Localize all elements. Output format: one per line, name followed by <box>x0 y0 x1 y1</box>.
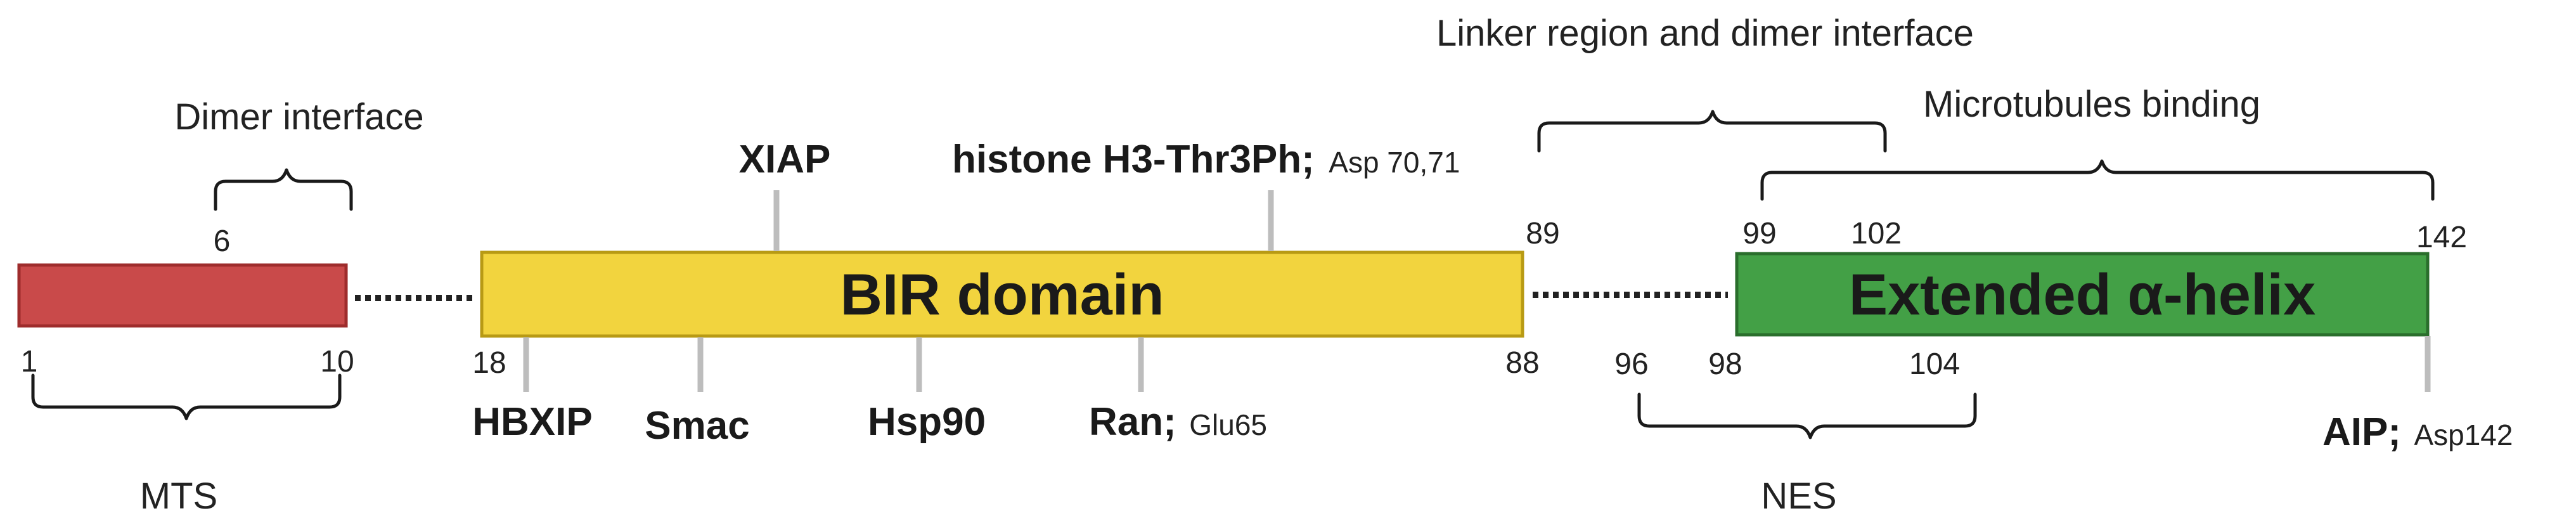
position-10: 10 <box>320 345 354 379</box>
aip-label-group: AIP; Asp142 <box>2322 410 2513 454</box>
microtubules-label: Microtubules binding <box>1923 84 2260 125</box>
extended-helix-box <box>1735 252 2430 337</box>
dimer-interface-label: Dimer interface <box>174 96 423 138</box>
position-6: 6 <box>214 224 231 258</box>
histone-label-group: histone H3-Thr3Ph; Asp 70,71 <box>952 138 1460 181</box>
position-102: 102 <box>1851 217 1902 250</box>
aip-label: AIP; <box>2322 410 2401 454</box>
aip-residue: Asp142 <box>2414 418 2513 451</box>
position-99: 99 <box>1742 217 1776 250</box>
mts-domain-box <box>17 263 348 328</box>
position-89: 89 <box>1526 217 1559 250</box>
smac-label: Smac <box>645 404 749 448</box>
linker-label: Linker region and dimer interface <box>1436 13 1974 54</box>
mts-brace <box>31 373 342 420</box>
position-142: 142 <box>2416 221 2467 254</box>
hbxip-label: HBXIP <box>472 400 592 444</box>
nes-label: NES <box>1761 476 1836 517</box>
ran-residue: Glu65 <box>1189 408 1267 441</box>
xiap-label: XIAP <box>739 138 831 181</box>
mts-label: MTS <box>140 476 217 517</box>
position-98: 98 <box>1708 347 1742 381</box>
position-1: 1 <box>21 345 38 379</box>
histone-residue: Asp 70,71 <box>1329 146 1460 179</box>
hsp90-label: Hsp90 <box>868 400 986 444</box>
position-88: 88 <box>1505 346 1539 380</box>
histone-label: histone H3-Thr3Ph; <box>952 138 1315 181</box>
position-104: 104 <box>1909 347 1960 381</box>
microtubules-brace <box>1760 159 2435 201</box>
bir-domain-box <box>480 250 1524 338</box>
ran-label-group: Ran; Glu65 <box>1089 400 1267 444</box>
bir-domain-label: BIR domain <box>840 262 1164 327</box>
position-96: 96 <box>1614 347 1648 381</box>
ran-label: Ran; <box>1089 400 1176 444</box>
position-18: 18 <box>472 346 506 380</box>
nes-brace <box>1637 392 1977 439</box>
dimer-interface-brace <box>214 168 353 211</box>
helix-domain-label: Extended α-helix <box>1849 262 2316 327</box>
linker-brace <box>1537 110 1887 153</box>
